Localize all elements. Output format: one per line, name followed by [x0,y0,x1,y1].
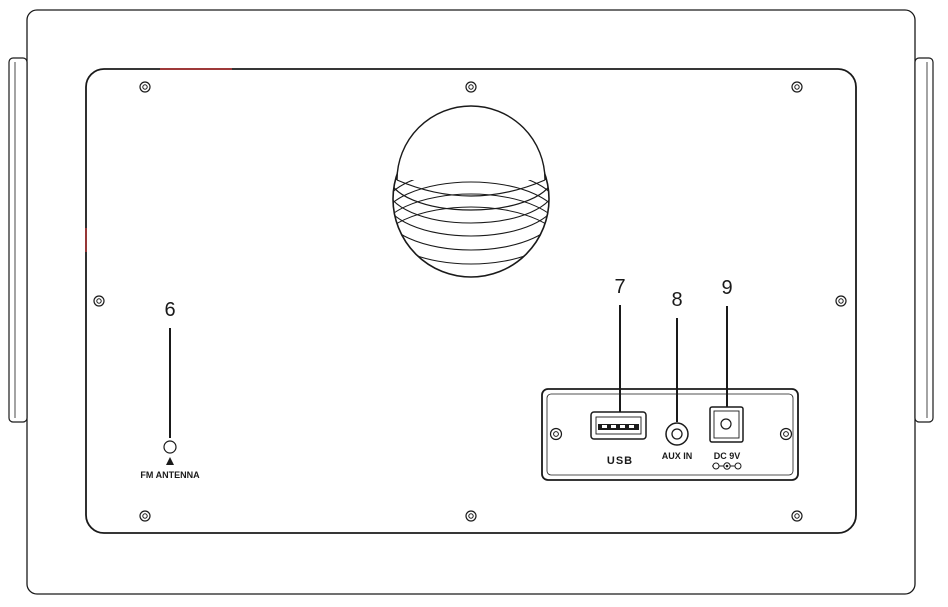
plate-screw-right [779,427,793,441]
screw [139,81,151,93]
screw [791,510,803,522]
usb-label: USB [607,455,633,467]
aux-in-jack [665,422,689,446]
plate-screw-left [549,427,563,441]
fm-antenna-callout: 6 [164,299,176,438]
usb-port [590,411,647,440]
callout-number-7: 7 [614,276,625,298]
screw [791,81,803,93]
aux-in-label: AUX IN [662,451,693,461]
callout-number-9: 9 [721,277,732,299]
screw [835,295,847,307]
screw [465,81,477,93]
callout-number-8: 8 [671,289,682,311]
dc-polarity-icon [712,462,742,470]
screw [465,510,477,522]
screw [93,295,105,307]
dc-power-jack [709,406,744,443]
bass-reflex-port [392,105,550,278]
screw [139,510,151,522]
right-side-handle [914,57,934,423]
callout-number-6: 6 [164,299,175,321]
fm-antenna-label: FM ANTENNA [140,470,200,480]
fm-antenna-arrow-icon [166,457,174,465]
fm-antenna-jack [163,440,177,454]
dc-in-label: DC 9V [714,451,741,461]
left-side-handle [8,57,28,423]
